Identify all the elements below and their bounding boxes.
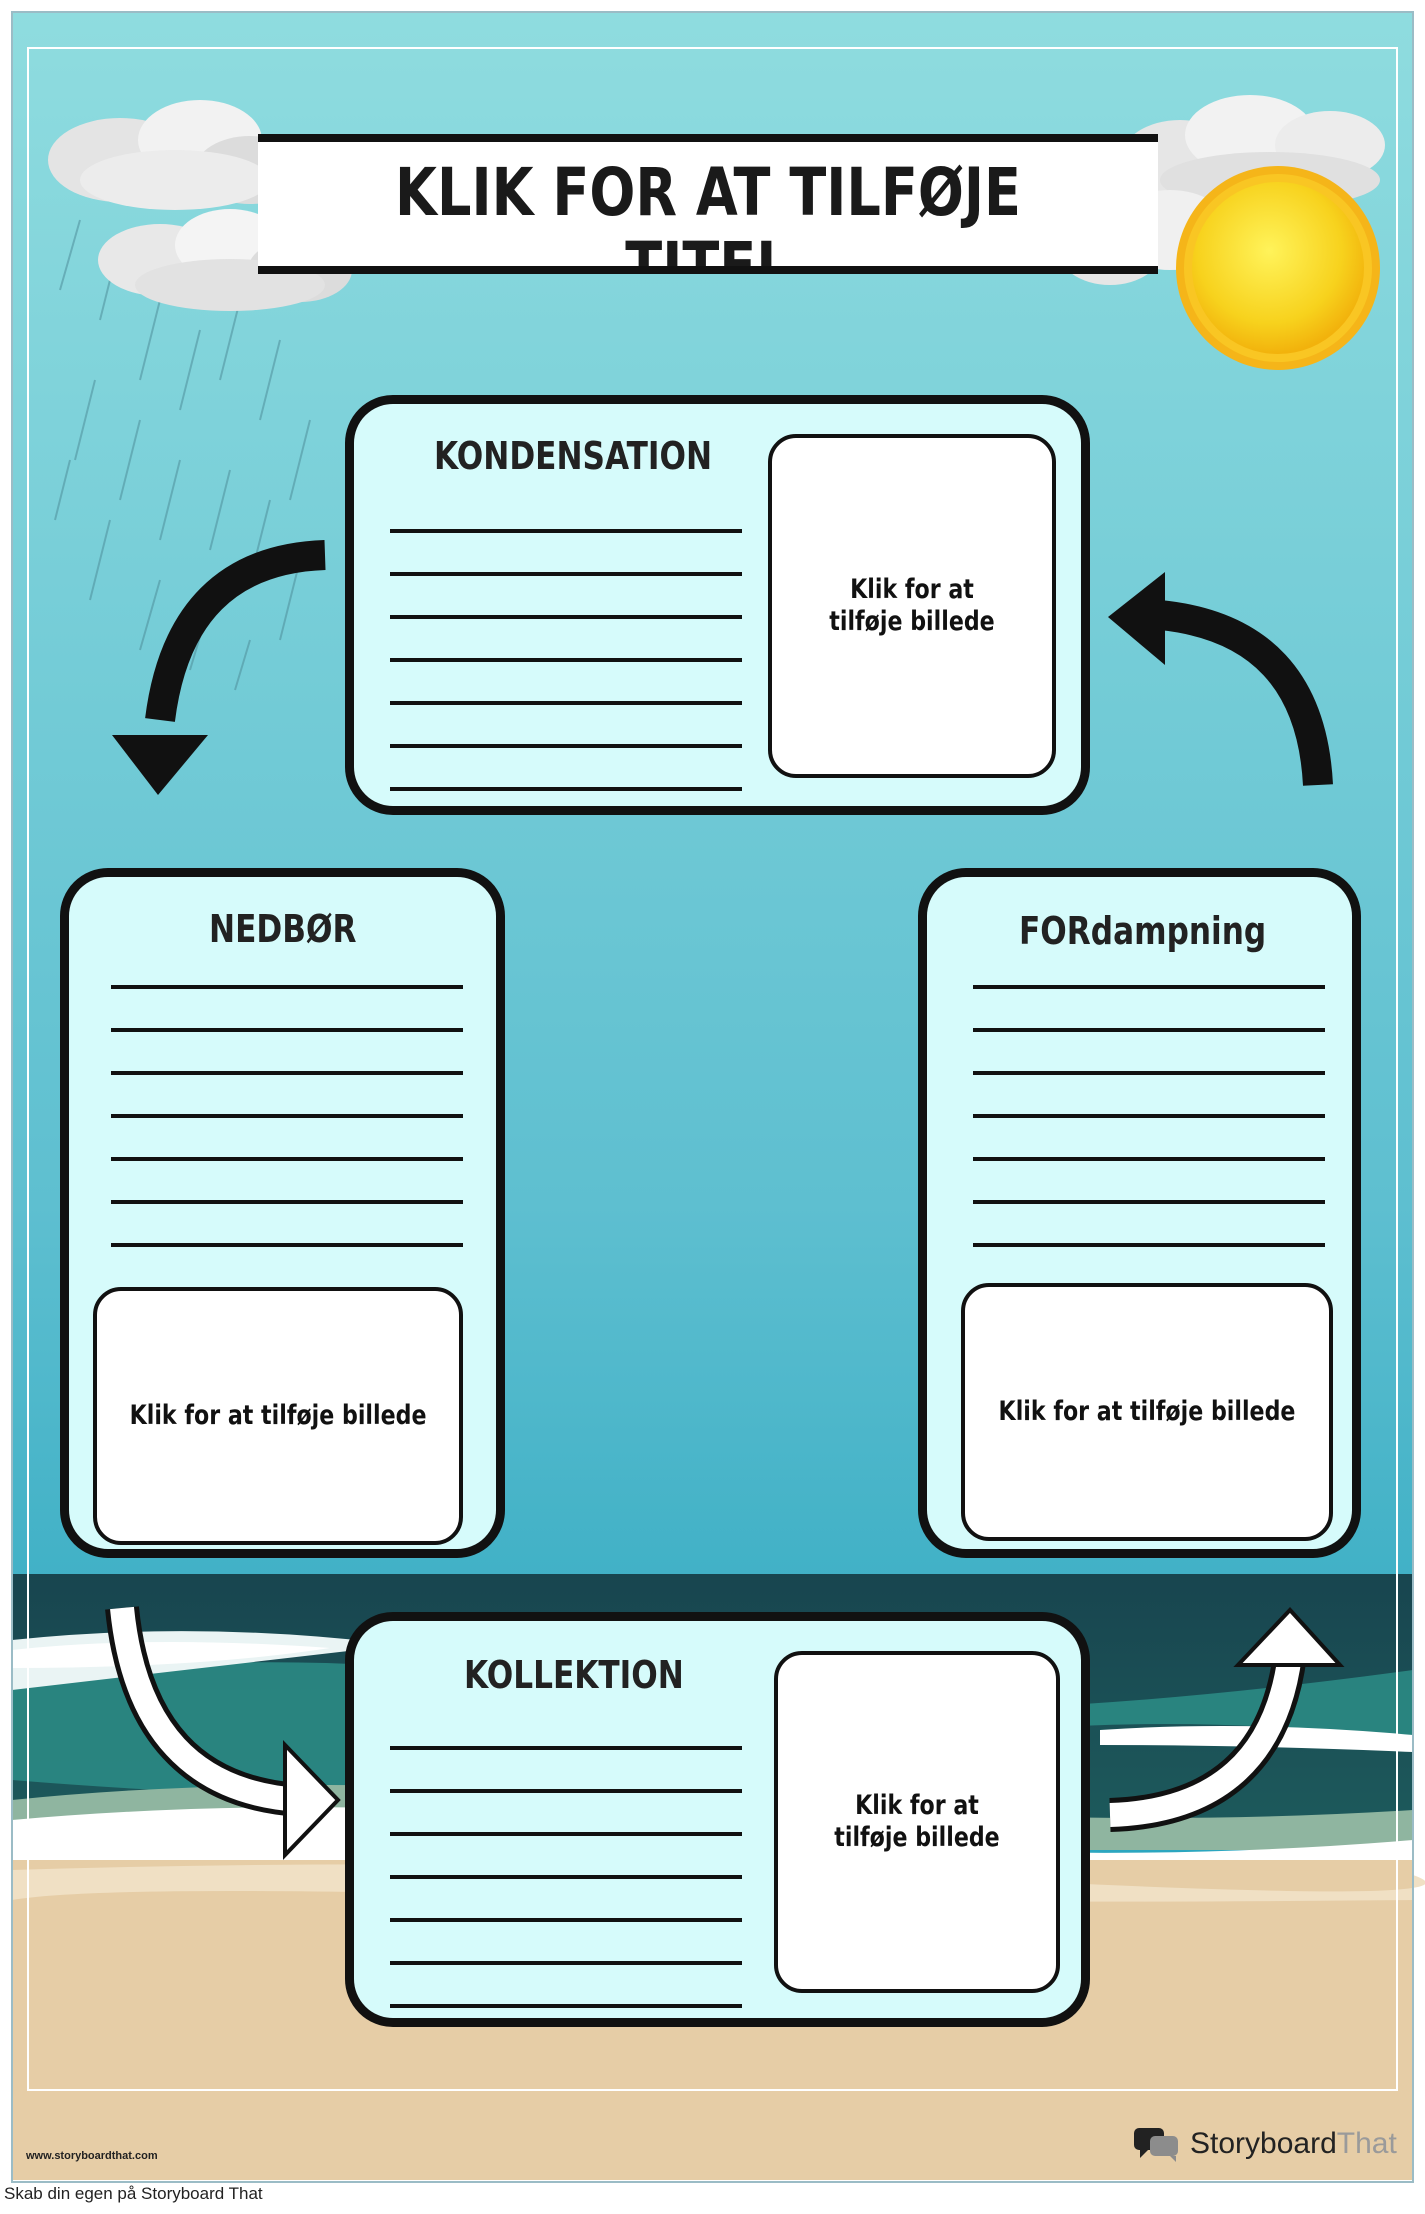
- image-placeholder[interactable]: Klik for at tilføje billede: [774, 1651, 1060, 1993]
- arrow-icon: [1109, 1607, 1345, 1832]
- sun-icon: [1176, 166, 1380, 370]
- image-placeholder[interactable]: Klik for at tilføje billede: [768, 434, 1056, 778]
- writing-lines[interactable]: [973, 985, 1325, 1247]
- arrow-icon: [1108, 572, 1333, 786]
- card-title[interactable]: FORdampning: [1019, 909, 1267, 953]
- cloud-icon: [98, 209, 352, 311]
- card-title[interactable]: KOLLEKTION: [464, 1653, 684, 1697]
- title-banner[interactable]: KLIK FOR AT TILFØJE TITEL: [258, 134, 1158, 274]
- brand-name: Storyboard: [1190, 2127, 1337, 2160]
- writing-lines[interactable]: [390, 1746, 742, 2008]
- brand-accent: That: [1336, 2127, 1397, 2160]
- card-condensation: KONDENSATION Klik for at tilføje billede: [345, 395, 1090, 815]
- arrow-icon: [105, 1606, 341, 1860]
- card-precipitation: NEDBØR Klik for at tilføje billede: [60, 868, 505, 1558]
- image-placeholder[interactable]: Klik for at tilføje billede: [961, 1283, 1333, 1541]
- footer-caption[interactable]: Skab din egen på Storyboard That: [4, 2184, 263, 2203]
- card-collection: KOLLEKTION Klik for at tilføje billede: [345, 1612, 1090, 2027]
- writing-lines[interactable]: [390, 529, 742, 791]
- page-title[interactable]: KLIK FOR AT TILFØJE TITEL: [395, 154, 1021, 274]
- image-placeholder[interactable]: Klik for at tilføje billede: [93, 1287, 463, 1545]
- card-title[interactable]: NEDBØR: [209, 907, 357, 951]
- card-title[interactable]: KONDENSATION: [434, 434, 713, 478]
- arrow-icon: [112, 540, 326, 795]
- card-evaporation: FORdampning Klik for at tilføje billede: [918, 868, 1361, 1558]
- site-url: www.storyboardthat.com: [26, 2150, 158, 2162]
- cloud-icon: [48, 100, 305, 210]
- logo-icon: [1134, 2128, 1178, 2162]
- writing-lines[interactable]: [111, 985, 463, 1247]
